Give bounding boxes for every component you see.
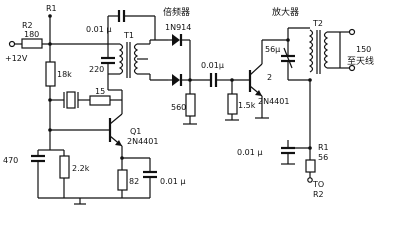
r2-bottom-label: R2	[313, 190, 324, 199]
q1-type: 2N4401	[127, 137, 158, 146]
crystal	[50, 91, 90, 109]
capacitor-470: 470	[3, 130, 51, 198]
to-label: TO	[312, 180, 324, 189]
resistor-1k5: 1.5k	[225, 80, 256, 121]
c220-label: 220	[89, 65, 104, 74]
transformer-t2: T2	[308, 19, 341, 74]
r2-value: 180	[24, 30, 39, 39]
c470-label: 470	[3, 156, 18, 165]
diode-type-label: 1N914	[165, 23, 191, 32]
r2k2-label: 2.2k	[72, 164, 90, 173]
r82-label: 82	[129, 177, 139, 186]
resistor-r1-56: R1 56 TO R2	[305, 143, 329, 199]
diode-upper	[168, 34, 190, 46]
c56-label: 56μ	[265, 45, 280, 54]
t2-label: T2	[312, 19, 323, 28]
diode-lower	[168, 74, 190, 86]
transformer-t1: T1	[108, 31, 168, 81]
transistor-q1: Q1 2N4401	[108, 100, 158, 147]
capacitor-220: 220	[89, 44, 115, 90]
resistor-560: 560	[171, 80, 197, 125]
r1-top-label: R1	[46, 4, 57, 13]
t1-label: T1	[123, 31, 134, 40]
r2-label: R2	[22, 21, 33, 30]
capacitor-emitter: 0.01 μ	[143, 158, 185, 198]
r560-label: 560	[171, 103, 186, 112]
c-couple-label: 0.01μ	[201, 61, 224, 70]
r1k5-label: 1.5k	[238, 101, 256, 110]
supply-terminal	[8, 40, 16, 48]
antenna-label: 至天线	[347, 55, 374, 67]
r56-label: 56	[318, 153, 328, 162]
resistor-15: 15	[89, 87, 123, 106]
doubler-label: 倍频器	[163, 6, 190, 18]
resistor-r2	[21, 38, 43, 49]
capacitor-56: 56μ	[265, 40, 295, 80]
resistor-18k: 18k	[45, 44, 72, 102]
c-emit-label: 0.01 μ	[160, 177, 185, 186]
c-top-label: 0.01 μ	[86, 25, 111, 34]
capacitor-top: 0.01 μ	[86, 10, 156, 44]
q1-label: Q1	[130, 127, 141, 136]
r18k-label: 18k	[57, 70, 72, 79]
output-terminals: 150 至天线	[340, 28, 374, 72]
capacitor-bypass: 0.01 μ	[237, 140, 310, 165]
r150-label: 150	[356, 45, 371, 54]
rf-doubler-amplifier-schematic: R2 180 +12V R1 0.01 μ 220 T1	[3, 4, 374, 205]
supply-input: R2 180 +12V	[5, 21, 50, 63]
amplifier-label: 放大器	[272, 6, 299, 18]
r15-label: 15	[95, 87, 105, 96]
resistor-2k2: 2.2k	[50, 149, 90, 198]
resistor-82: 82	[117, 158, 139, 198]
supply-voltage-label: +12V	[5, 54, 28, 63]
capacitor-coupling: 0.01μ	[190, 61, 234, 87]
q2-number: 2	[267, 73, 272, 82]
q2-type: 2N4401	[258, 97, 289, 106]
c-bypass-label: 0.01 μ	[237, 148, 262, 157]
transistor-q2: 2 2N4401	[232, 63, 289, 119]
r1-bottom-label: R1	[318, 143, 329, 152]
